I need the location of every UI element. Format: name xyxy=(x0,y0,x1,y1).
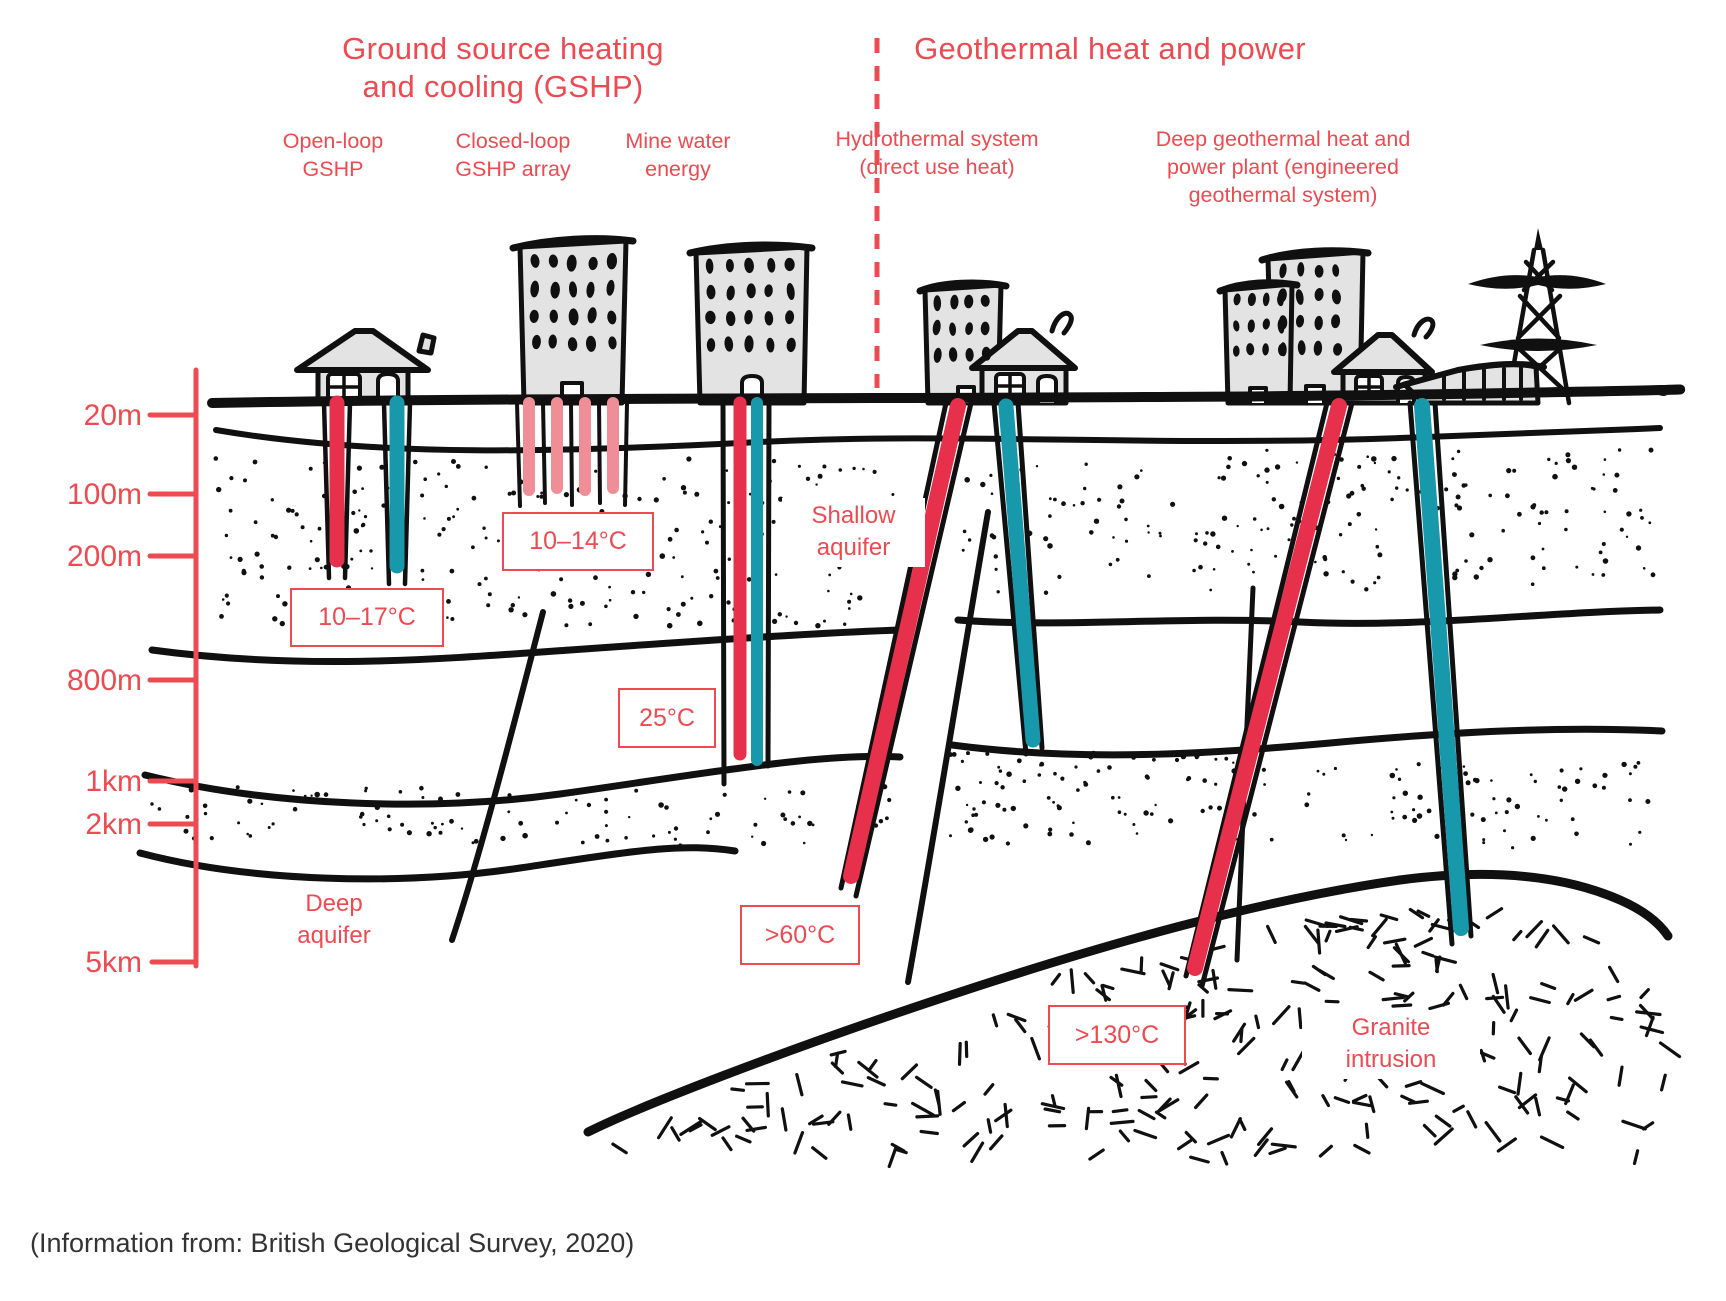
temp-box-closed-loop: 10–14°C xyxy=(502,512,654,571)
label-hydrothermal-system: Hydrothermal system (direct use heat) xyxy=(835,127,1039,179)
depth-label-5km: 5km xyxy=(85,946,142,979)
depth-label-200m: 200m xyxy=(66,540,142,573)
ground-surface-line xyxy=(207,384,1686,408)
label-deep-aquifer: Deep aquifer xyxy=(255,886,413,955)
depth-label-20m: 20m xyxy=(83,399,142,432)
fault-line xyxy=(905,509,991,985)
label-open-loop-gshp: Open-loop GSHP xyxy=(282,129,384,181)
label-deep-geothermal: Deep geothermal heat and power plant (en… xyxy=(1155,127,1411,207)
depth-label-1km: 1km xyxy=(85,765,142,798)
temp-box-deep-geothermal: >130°C xyxy=(1048,1005,1186,1065)
strata-lines xyxy=(136,425,1673,1137)
building-windows xyxy=(529,253,1343,363)
label-closed-loop-gshp: Closed-loop GSHP array xyxy=(455,129,571,181)
source-caption: (Information from: British Geological Su… xyxy=(30,1228,635,1258)
closed-loop-pipes xyxy=(523,397,619,496)
left-section-title: Ground source heating and cooling (GSHP) xyxy=(342,31,664,104)
temp-box-hydrothermal: >60°C xyxy=(740,905,860,965)
depth-label-2km: 2km xyxy=(85,808,142,841)
borehole-pipes xyxy=(321,395,1474,989)
open-loop-house-icon xyxy=(294,328,437,406)
label-mine-water-energy: Mine water energy xyxy=(625,129,731,181)
depth-label-100m: 100m xyxy=(66,478,142,511)
warm-pipe xyxy=(329,395,1347,976)
label-shallow-aquifer: Shallow aquifer xyxy=(782,498,925,567)
temp-box-mine-water: 25°C xyxy=(618,688,716,748)
fault-line xyxy=(449,609,546,943)
temp-box-open-loop: 10–17°C xyxy=(290,588,444,647)
right-section-title: Geothermal heat and power xyxy=(914,31,1306,66)
buildings xyxy=(294,228,1606,406)
cool-pipe xyxy=(389,395,1469,936)
depth-scale xyxy=(147,367,199,969)
depth-label-800m: 800m xyxy=(66,664,142,697)
label-granite-intrusion: Granite intrusion xyxy=(1302,1010,1480,1079)
